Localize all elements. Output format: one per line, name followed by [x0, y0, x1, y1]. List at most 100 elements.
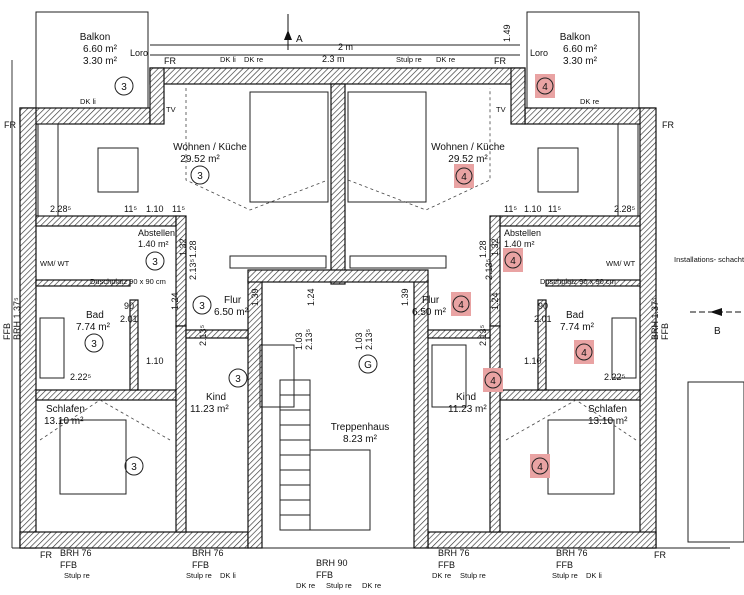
dim-213-left-b: 2.13⁵ — [198, 324, 208, 346]
dim-213-center-right: 2.13⁵ — [364, 328, 374, 350]
interior-walls — [35, 83, 641, 549]
section-a-label: A — [296, 34, 303, 45]
dim-228-left: 2.28⁵ — [50, 204, 72, 214]
brh-76-c: BRH 76 — [438, 548, 470, 558]
exterior-walls — [19, 67, 657, 549]
badge-abstellen-left: 3 — [152, 257, 158, 268]
badge-wohnen-right: 4 — [461, 172, 467, 183]
kind-right-name: Kind — [456, 392, 476, 403]
ffb-b: FFB — [192, 560, 209, 570]
bad-right-sub: 2.22⁵ — [604, 372, 626, 382]
dim-115-right-a: 11⁵ — [504, 204, 517, 214]
section-marker-a: A — [284, 14, 303, 50]
bad-right-area: 7.74 m² — [560, 322, 595, 333]
badge-abstellen-right: 4 — [510, 256, 516, 267]
treppenhaus: G Treppenhaus 8.23 m² — [331, 354, 390, 445]
brh-right: BRH 1.37⁵ — [650, 297, 660, 340]
dim-213-center-left: 2.13⁵ — [304, 328, 314, 350]
ffb-left: FFB — [2, 323, 12, 340]
badge-balkon-left: 3 — [121, 82, 127, 93]
wmwt-right: WM/ WT — [606, 259, 636, 268]
dk-re-e: DK re — [432, 571, 451, 580]
brh-76-a: BRH 76 — [60, 548, 92, 558]
wmwt-left: WM/ WT — [40, 259, 70, 268]
furniture — [37, 91, 744, 543]
dim-124-left: 1.24 — [170, 292, 180, 310]
dk-re-d: DK re — [362, 581, 381, 590]
schlafen-left-area: 13.10 m² — [44, 416, 84, 427]
dim-213-right-b: 2.13⁵ — [484, 258, 494, 280]
dk-re-balkon-right: DK re — [580, 97, 599, 106]
dk-li-b: DK li — [220, 571, 236, 580]
wohnen-left-area: 29.52 m² — [180, 154, 220, 165]
schlafen-right-name: Schlafen — [588, 404, 627, 415]
stulp-f: Stulp re — [552, 571, 578, 580]
balkon-left-name: Balkon — [80, 32, 111, 43]
dim-128-right: 1.28 — [478, 240, 488, 258]
badge-kind-right: 4 — [490, 376, 496, 387]
fr-bottom-left: FR — [40, 550, 52, 560]
badge-schlafen-left: 3 — [131, 462, 137, 473]
kind-left-area: 11.23 m² — [190, 404, 229, 415]
badge-kind-left: 3 — [235, 374, 241, 385]
dim-110-bad-right: 1.10 — [524, 356, 542, 366]
section-marker-b: B — [690, 308, 744, 337]
badge-balkon-right: 4 — [542, 82, 548, 93]
bad-left-sub: 2.22⁵ — [70, 372, 92, 382]
unit-left: Balkon 6.60 m² 3.30 m² Loro 3 Wohnen / K… — [40, 32, 249, 476]
stulp-b: Stulp re — [186, 571, 212, 580]
ffb-right: FFB — [660, 323, 670, 340]
kind-right-area: 11.23 m² — [448, 404, 487, 415]
bad-right-name: Bad — [566, 310, 584, 321]
loro-right: Loro — [530, 48, 548, 58]
balkon-left-area1: 6.60 m² — [83, 44, 118, 55]
badge-bad-left: 3 — [91, 339, 97, 350]
unit-right: Balkon 6.60 m² 3.30 m² Loro 4 Wohnen / K… — [412, 32, 744, 478]
abstellen-right-area: 1.40 m² — [504, 239, 535, 249]
dim-201-left: 2.01 — [120, 314, 138, 324]
dim-201-right: 2.01 — [534, 314, 552, 324]
ffb-e: FFB — [556, 560, 573, 570]
stulp-c: Stulp re — [326, 581, 352, 590]
balkon-right-name: Balkon — [560, 32, 591, 43]
dim-115-left-a: 11⁵ — [124, 204, 137, 214]
fr-top-left: FR — [164, 56, 176, 66]
balkon-right-area2: 3.30 m² — [563, 56, 598, 67]
annotations: 2 m 2.3 m 1.49 FR FR FR FR FR FR DK li D… — [2, 24, 674, 590]
ffb-c: FFB — [316, 570, 333, 580]
dim-132-left: 1.32 — [178, 238, 188, 256]
staircase — [279, 379, 371, 531]
abstellen-right-name: Abstellen — [504, 228, 541, 238]
dim-103-right: 1.03 — [354, 332, 364, 350]
treppenhaus-area: 8.23 m² — [343, 434, 378, 445]
wohnen-right-area: 29.52 m² — [448, 154, 488, 165]
brh-left: BRH 1.37⁵ — [12, 297, 22, 340]
duschplatz-left: Duschplatz 90 x 90 cm — [90, 277, 166, 286]
badge-flur-right: 4 — [458, 300, 464, 311]
badge-schlafen-right: 4 — [537, 462, 543, 473]
schlafen-left-name: Schlafen — [46, 404, 85, 415]
dim-213-left-a: 2.13⁵ — [188, 258, 198, 280]
abstellen-left-name: Abstellen — [138, 228, 175, 238]
fr-bottom-right: FR — [654, 550, 666, 560]
flur-left-area: 6.50 m² — [214, 307, 249, 318]
tv-left: TV — [166, 105, 176, 114]
flur-left-name: Flur — [224, 295, 242, 306]
wohnen-right-name: Wohnen / Küche — [431, 142, 505, 153]
ffb-d: FFB — [438, 560, 455, 570]
stulp-a: Stulp re — [64, 571, 90, 580]
dim-90-right: 90 — [538, 301, 548, 311]
treppenhaus-name: Treppenhaus — [331, 422, 390, 433]
stulp-e: Stulp re — [460, 571, 486, 580]
brh-76-b: BRH 76 — [192, 548, 224, 558]
room-outlines — [39, 88, 637, 441]
fr-left: FR — [4, 120, 16, 130]
abstellen-left-area: 1.40 m² — [138, 239, 169, 249]
duschplatz-right: Duschplatz 90 x 90 cm — [540, 277, 616, 286]
fr-right: FR — [662, 120, 674, 130]
dim-23m: 2.3 m — [322, 54, 345, 64]
dk-li-balkon-left: DK li — [80, 97, 96, 106]
badge-wohnen-left: 3 — [197, 171, 203, 182]
wohnen-left-name: Wohnen / Küche — [173, 142, 247, 153]
